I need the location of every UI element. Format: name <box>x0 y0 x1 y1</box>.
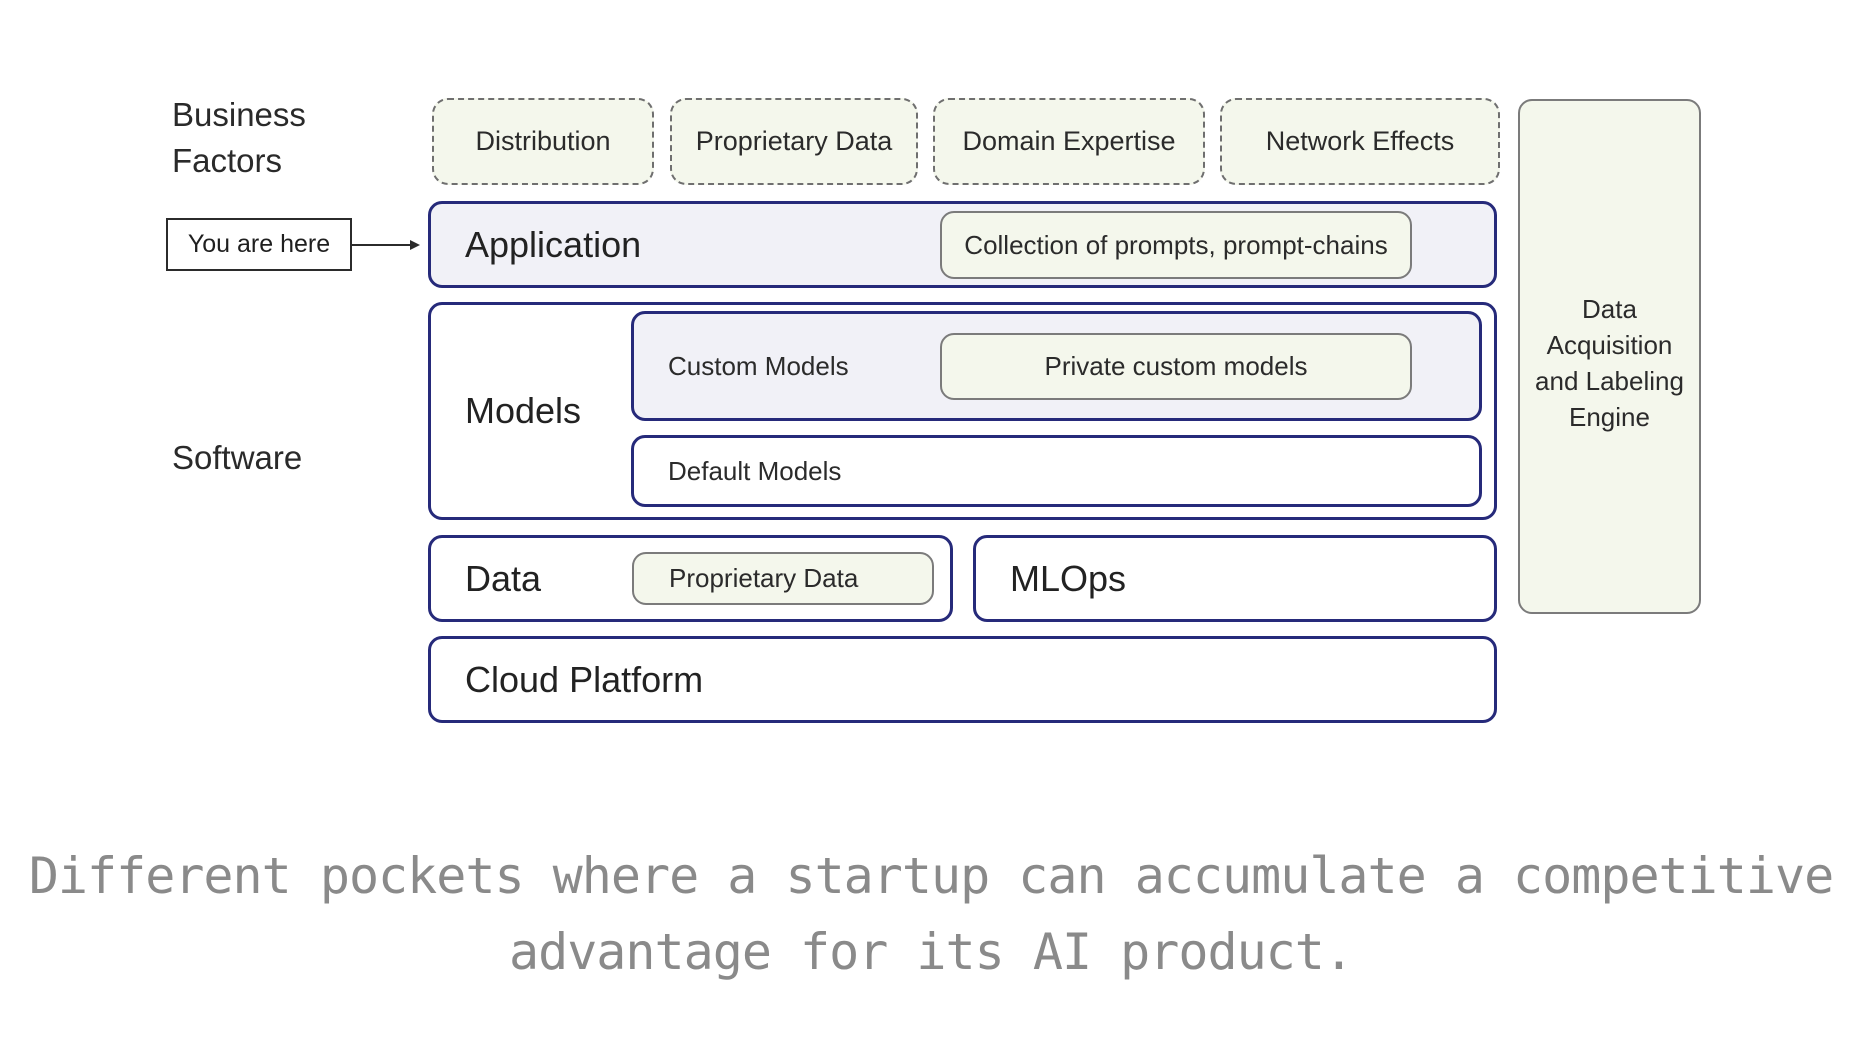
you-are-here-box: You are here <box>166 218 352 271</box>
business-factor-domain-expertise: Domain Expertise <box>933 98 1205 185</box>
application-label: Application <box>465 223 642 265</box>
caption-line2: advantage for its AI product. <box>509 923 1354 981</box>
engine-line3: and Labeling <box>1535 366 1684 396</box>
data-proprietary-pill: Proprietary Data <box>632 552 934 605</box>
engine-line4: Engine <box>1569 402 1650 432</box>
cloud-platform-layer: Cloud Platform <box>428 636 1497 723</box>
engine-line2: Acquisition <box>1546 330 1673 360</box>
software-label: Software <box>172 439 303 476</box>
figure-caption: Different pockets where a startup can ac… <box>0 838 1862 990</box>
business-label-line1: Business <box>172 96 306 133</box>
default-models-label: Default Models <box>668 455 842 486</box>
caption-line1: Different pockets where a startup can ac… <box>28 847 1834 905</box>
default-models-box: Default Models <box>631 435 1482 507</box>
engine-line1: Data <box>1582 294 1637 324</box>
models-label: Models <box>465 390 582 431</box>
business-label-line2: Factors <box>172 142 283 179</box>
custom-models-label: Custom Models <box>668 350 849 381</box>
mlops-label: MLOps <box>1010 557 1127 599</box>
business-factors-label: Business Factors <box>172 92 306 184</box>
prompts-pill: Collection of prompts, prompt-chains <box>940 211 1412 279</box>
business-factor-network-effects: Network Effects <box>1220 98 1500 185</box>
data-acquisition-engine: Data Acquisition and Labeling Engine <box>1518 99 1701 614</box>
data-label: Data <box>465 557 542 599</box>
business-factor-distribution: Distribution <box>432 98 654 185</box>
private-custom-models-pill: Private custom models <box>940 333 1412 400</box>
pointer-arrow-icon <box>352 240 420 250</box>
cloud-platform-label: Cloud Platform <box>465 658 704 700</box>
business-factor-proprietary-data: Proprietary Data <box>670 98 918 185</box>
mlops-layer: MLOps <box>973 535 1497 622</box>
